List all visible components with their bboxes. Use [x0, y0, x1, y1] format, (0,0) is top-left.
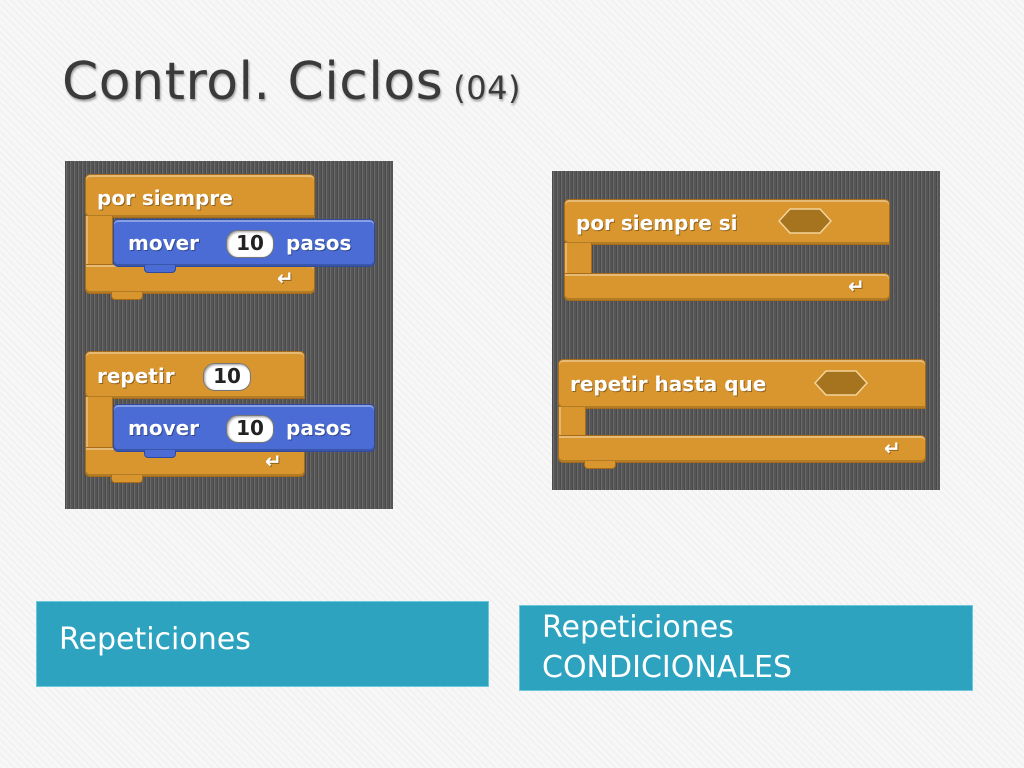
repeat-until-block-foot: [584, 461, 616, 469]
repeat-until-block-bottom: [558, 435, 926, 463]
repeat-until-block[interactable]: repetir hasta que ↵: [558, 359, 926, 469]
slide-title-suffix: (04): [453, 69, 521, 107]
forever-if-block[interactable]: por siempre si ↵: [564, 199, 890, 303]
repeat-count-input[interactable]: 10: [203, 363, 251, 391]
loop-arrow-icon: ↵: [265, 449, 282, 473]
move-block-bump: [144, 265, 176, 273]
loop-arrow-icon: ↵: [277, 266, 294, 290]
condition-slot-icon[interactable]: [814, 370, 868, 396]
forever-if-block-bottom: [564, 273, 890, 301]
forever-block-top: [85, 174, 315, 218]
forever-if-block-arm: [564, 243, 592, 273]
move-steps-input[interactable]: 10: [226, 415, 274, 443]
move-block-label: mover: [128, 231, 200, 255]
slide-title-text: Control. Ciclos: [62, 52, 444, 112]
condition-slot-icon[interactable]: [778, 208, 832, 234]
move-block-label: mover: [128, 416, 200, 440]
caption-repetitions-text: Repeticiones: [59, 622, 251, 657]
caption-conditional-line2: CONDICIONALES: [542, 650, 793, 685]
move-block[interactable]: mover 10 pasos: [113, 404, 375, 458]
caption-conditional-repetitions: Repeticiones CONDICIONALES: [519, 605, 973, 691]
loop-arrow-icon: ↵: [848, 274, 865, 298]
repeat-until-block-label: repetir hasta que: [570, 372, 767, 396]
move-steps-input[interactable]: 10: [226, 230, 274, 258]
repeat-block-label: repetir: [97, 364, 175, 388]
move-block[interactable]: mover 10 pasos: [113, 219, 375, 273]
slide-title: Control. Ciclos(04): [62, 52, 521, 112]
move-block-bump: [144, 450, 176, 458]
forever-block-arm: [85, 216, 113, 264]
forever-block-label: por siempre: [97, 186, 233, 210]
script-area-right: por siempre si ↵ repetir hasta que ↵: [552, 171, 940, 490]
move-block-unit: pasos: [286, 416, 352, 440]
caption-conditional-line1: Repeticiones: [542, 610, 734, 645]
loop-arrow-icon: ↵: [884, 436, 901, 460]
script-area-left: por siempre ↵ mover 10 pasos repetir 10 …: [65, 161, 393, 509]
repeat-block[interactable]: repetir 10 ↵: [85, 351, 305, 483]
repeat-block-top: [85, 351, 305, 399]
forever-if-block-top: [564, 199, 890, 245]
repeat-block-arm: [85, 397, 113, 447]
repeat-until-block-arm: [558, 407, 586, 435]
forever-if-block-label: por siempre si: [576, 211, 738, 235]
forever-block-foot: [111, 292, 143, 300]
caption-repetitions: Repeticiones: [36, 601, 489, 687]
repeat-block-foot: [111, 475, 143, 483]
move-block-unit: pasos: [286, 231, 352, 255]
